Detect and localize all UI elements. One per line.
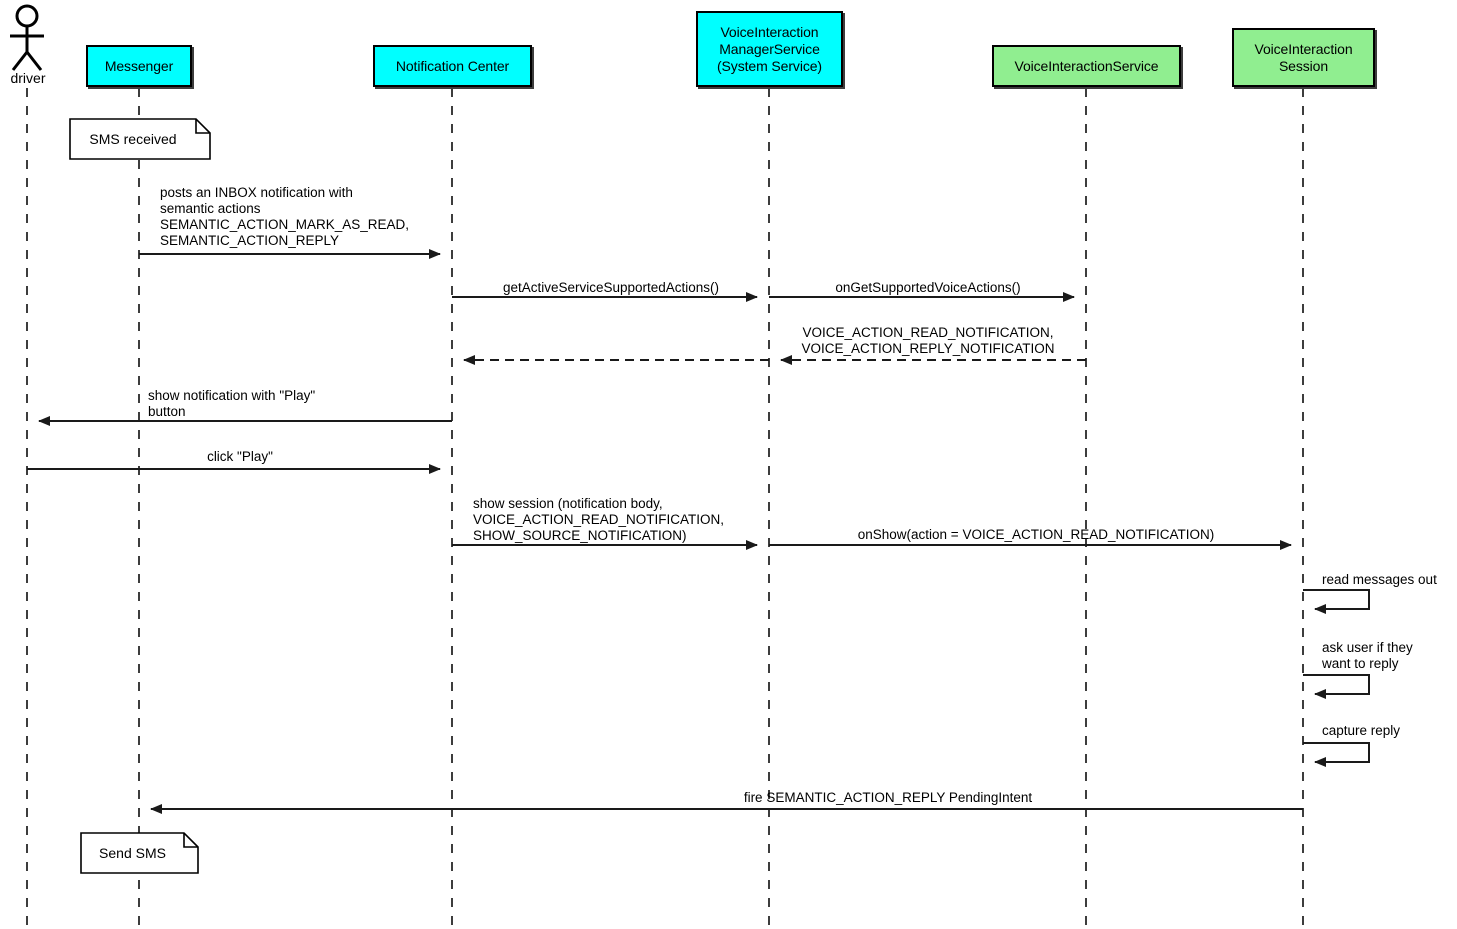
note-sms-received: SMS received [70,119,210,159]
note-shapes-group [69,118,211,874]
message-label-get-active-service-supported-actions: getActiveServiceSupportedActions() [502,280,720,295]
message-label-on-get-supported-voice-actions: onGetSupportedVoiceActions() [835,280,1021,295]
note-sms-received-label: SMS received [89,131,177,147]
participant-voice-interaction-session[interactable]: VoiceInteraction Session [1232,28,1375,87]
participant-messenger-label: Messenger [104,57,174,74]
note-fold-send-sms [183,833,198,848]
participant-notification-center[interactable]: Notification Center [373,45,532,87]
message-label-click-play: click "Play" [207,449,273,464]
participant-notification-center-label: Notification Center [395,57,510,74]
note-send-sms: Send SMS [81,833,198,873]
actor-driver-icon [10,4,44,71]
message-label-read-messages-out: read messages out [1322,572,1437,587]
participant-voice-interaction-service[interactable]: VoiceInteractionService [992,45,1181,87]
actor-label-driver: driver [10,70,46,86]
arrow-ask-user-if-reply [1303,674,1370,699]
message-label-post-inbox-notification: posts an INBOX notification with semanti… [160,185,410,248]
participant-voice-interaction-session-label: VoiceInteraction Session [1254,40,1353,74]
arrow-capture-reply [1303,742,1370,767]
participant-voice-interaction-manager-service[interactable]: VoiceInteraction ManagerService (System … [696,11,843,87]
message-arrows-group [27,249,1370,814]
message-label-fire-semantic-action-reply: fire SEMANTIC_ACTION_REPLY PendingIntent [743,790,1033,805]
message-label-capture-reply: capture reply [1322,723,1401,738]
lifelines-group [26,88,1304,929]
note-shape-send-sms [80,832,199,874]
note-fold-sms-received [195,119,210,134]
message-label-show-session: show session (notification body, VOICE_A… [473,496,725,543]
note-send-sms-label: Send SMS [99,845,166,861]
arrow-read-messages-out [1303,589,1370,614]
participant-voice-interaction-service-label: VoiceInteractionService [1014,57,1159,74]
participant-voice-interaction-manager-service-label: VoiceInteraction ManagerService (System … [717,23,822,74]
message-label-show-notification-play: show notification with "Play" button [148,388,316,419]
participant-messenger[interactable]: Messenger [86,45,192,87]
message-label-return-supported-voice-actions: VOICE_ACTION_READ_NOTIFICATION, VOICE_AC… [801,325,1055,356]
message-label-on-show: onShow(action = VOICE_ACTION_READ_NOTIFI… [857,527,1215,542]
note-shape-sms-received [69,118,211,160]
message-label-ask-user-if-reply: ask user if they want to reply [1322,640,1413,671]
